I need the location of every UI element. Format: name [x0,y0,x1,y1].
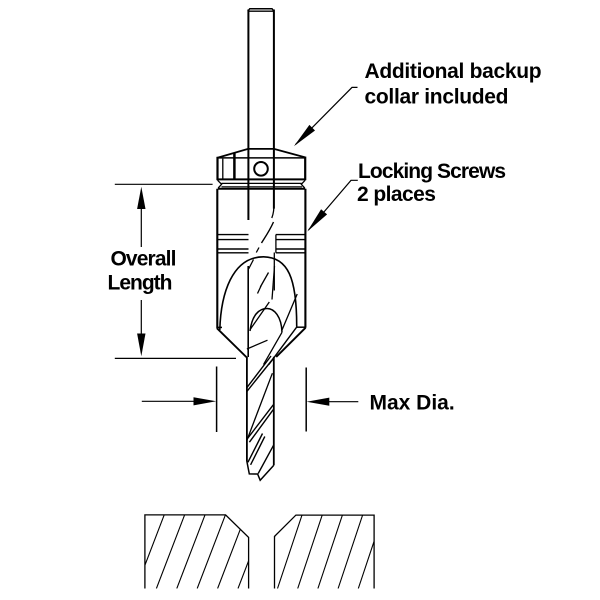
svg-text:Length: Length [108,272,172,295]
svg-text:Overall: Overall [110,247,175,270]
svg-text:Locking Screws: Locking Screws [358,160,505,183]
svg-text:collar included: collar included [365,86,509,109]
svg-text:Additional backup: Additional backup [365,60,542,83]
svg-text:Max Dia.: Max Dia. [370,391,455,414]
svg-text:2 places: 2 places [357,183,435,206]
